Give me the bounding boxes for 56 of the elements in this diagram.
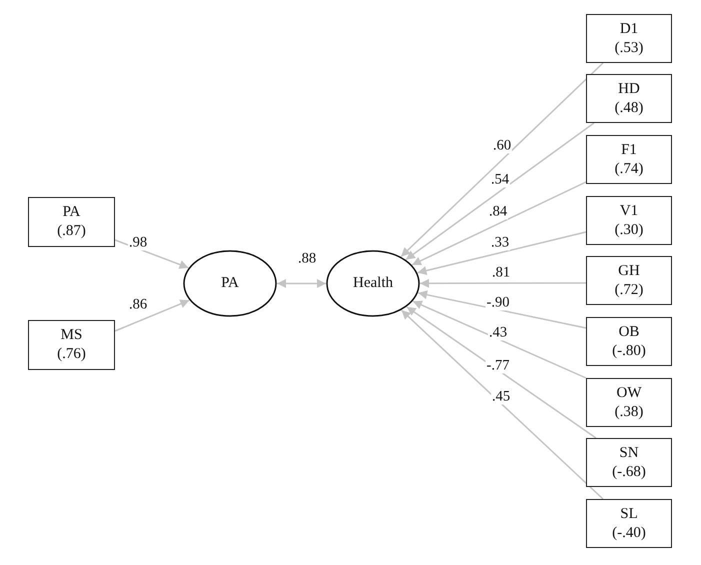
arrow <box>406 306 596 439</box>
error-variance: (-.68) <box>612 462 646 482</box>
observed-variable-box <box>586 196 672 245</box>
error-variance: (.30) <box>614 220 644 240</box>
variable-name: SL <box>620 504 638 524</box>
error-variance: (-.80) <box>612 342 646 360</box>
variable-name: HD <box>618 80 640 98</box>
arrow <box>405 122 594 260</box>
variable-name: GH <box>618 262 640 280</box>
observed-variable-box <box>586 74 672 123</box>
variable-name: OW <box>616 384 642 402</box>
error-variance: (.38) <box>614 402 644 422</box>
observed-variable-box <box>586 317 672 366</box>
observed-variable-box <box>586 438 672 487</box>
variable-name: MS <box>60 326 82 345</box>
arrow <box>400 310 604 500</box>
variable-name: V1 <box>620 202 638 220</box>
error-variance: (.74) <box>614 160 644 178</box>
arrow <box>114 300 190 332</box>
observed-variable-box <box>28 197 115 247</box>
observed-variable-box <box>586 378 672 427</box>
path-coefficient: .60 <box>492 138 512 154</box>
variable-name: OB <box>618 322 640 342</box>
error-variance: (-.40) <box>612 524 646 542</box>
error-variance: (.48) <box>614 98 644 118</box>
path-coefficient: .33 <box>490 236 510 250</box>
observed-variable-box <box>28 320 115 370</box>
observed-variable-box <box>586 14 672 63</box>
arrow <box>400 62 604 258</box>
variable-name: PA <box>62 203 80 222</box>
arrow <box>412 181 586 266</box>
path-coefficient: .54 <box>490 172 510 188</box>
variable-name: D1 <box>620 20 638 38</box>
variable-name: F1 <box>621 140 637 160</box>
error-variance: (.53) <box>614 38 644 58</box>
arrow <box>277 279 326 288</box>
arrow <box>418 290 586 329</box>
variable-name: Health <box>353 274 393 293</box>
variable-name: SN <box>619 444 639 462</box>
arrow <box>412 300 586 379</box>
path-coefficient: -.77 <box>486 358 510 374</box>
arrow <box>114 239 189 269</box>
path-coefficient: .43 <box>488 326 508 340</box>
arrow <box>420 278 586 288</box>
arrow <box>417 231 586 275</box>
path-coefficient: .45 <box>490 390 512 404</box>
path-coefficient: .84 <box>488 204 508 220</box>
error-variance: (.72) <box>614 280 644 300</box>
observed-variable-box <box>586 499 672 548</box>
error-variance: (.87) <box>57 222 86 241</box>
observed-variable-box <box>586 135 672 184</box>
path-coefficient: -.90 <box>486 296 510 310</box>
variable-name: PA <box>221 274 239 293</box>
error-variance: (.76) <box>57 345 86 364</box>
path-coefficient: .98 <box>128 236 148 250</box>
observed-variable-box <box>586 256 672 305</box>
